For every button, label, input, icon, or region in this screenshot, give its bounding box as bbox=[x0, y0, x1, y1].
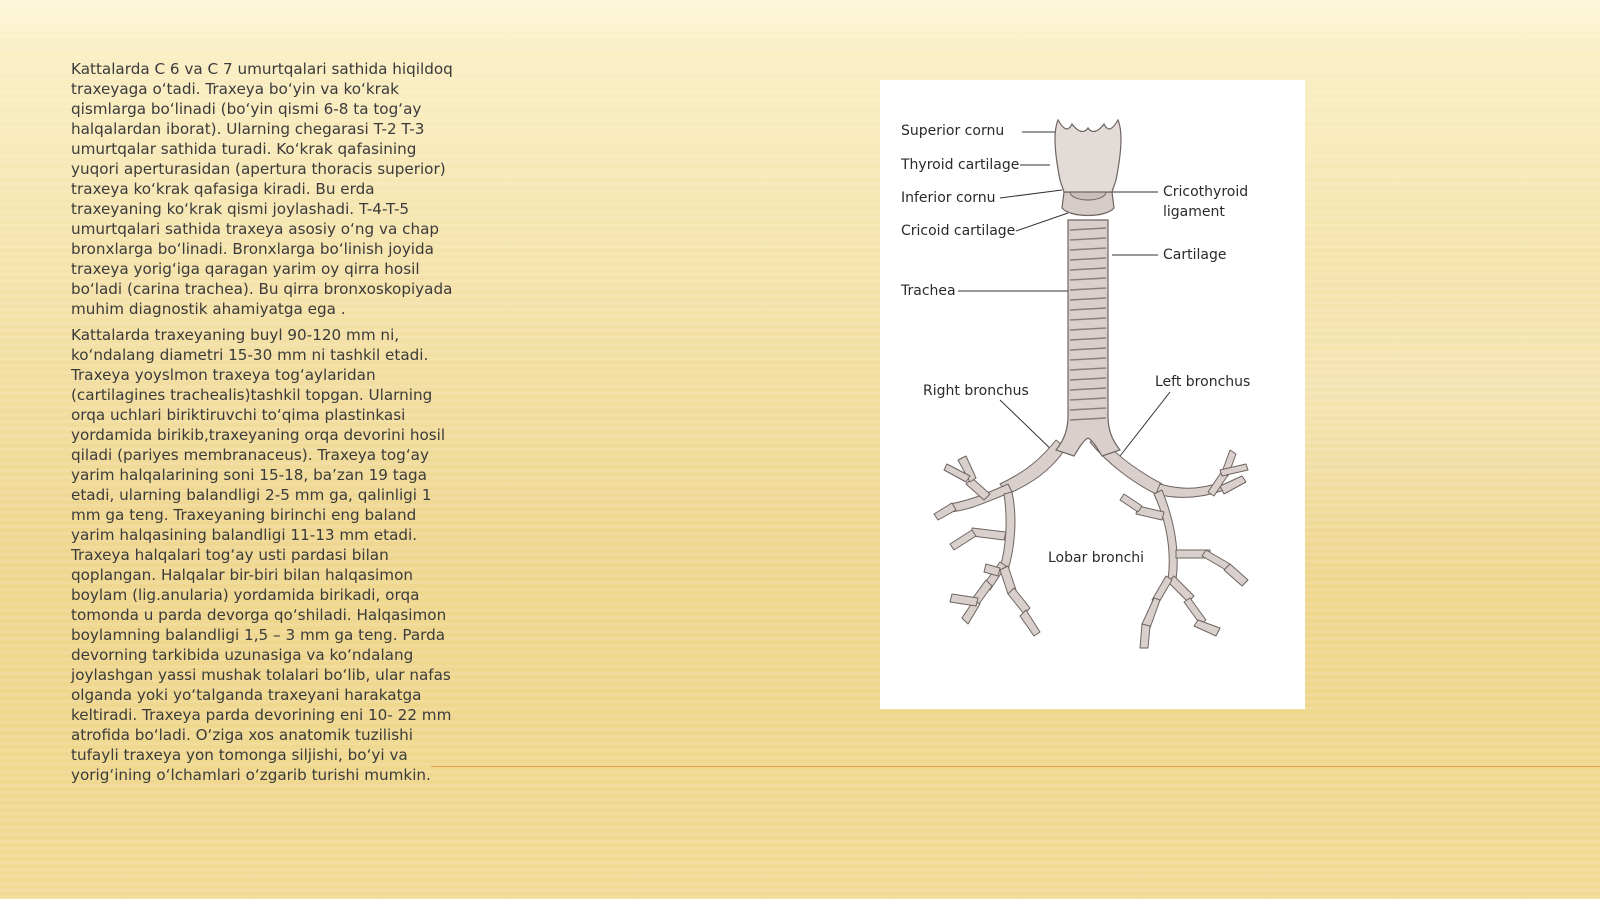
trachea-illustration bbox=[933, 118, 1249, 649]
bronchial-tree bbox=[933, 435, 1249, 649]
tracheal-rings bbox=[1069, 227, 1107, 421]
label-lobar-bronchi: Lobar bronchi bbox=[1048, 550, 1145, 566]
label-right-bronchus: Right bronchus bbox=[923, 383, 1029, 399]
thyroid-cartilage bbox=[1054, 118, 1122, 193]
body-text: Kattalarda C 6 va C 7 umurtqalari sathid… bbox=[71, 59, 463, 791]
label-cricoid-cartilage: Cricoid cartilage bbox=[901, 223, 1016, 239]
label-superior-cornu: Superior cornu bbox=[901, 123, 1005, 139]
paragraph-2: Kattalarda traxeyaning buyl 90-120 mm ni… bbox=[71, 326, 452, 784]
background-highlight-band bbox=[1300, 255, 1600, 575]
trachea-tube bbox=[1054, 219, 1122, 457]
paragraph-1: Kattalarda C 6 va C 7 umurtqalari sathid… bbox=[71, 60, 453, 318]
label-cricothyroid-line1: Cricothyroid bbox=[1163, 184, 1249, 200]
background-light-band bbox=[0, 0, 1600, 50]
label-trachea: Trachea bbox=[901, 283, 956, 299]
trachea-anatomy-figure: Superior cornu Thyroid cartilage Inferio… bbox=[880, 80, 1305, 709]
label-inferior-cornu: Inferior cornu bbox=[901, 190, 996, 206]
label-left-bronchus: Left bronchus bbox=[1155, 374, 1251, 390]
label-cartilage: Cartilage bbox=[1163, 247, 1227, 263]
label-thyroid-cartilage: Thyroid cartilage bbox=[901, 157, 1020, 173]
label-cricothyroid-line2: ligament bbox=[1163, 204, 1225, 220]
divider-line bbox=[431, 766, 1600, 767]
leader-lines bbox=[958, 131, 1171, 457]
